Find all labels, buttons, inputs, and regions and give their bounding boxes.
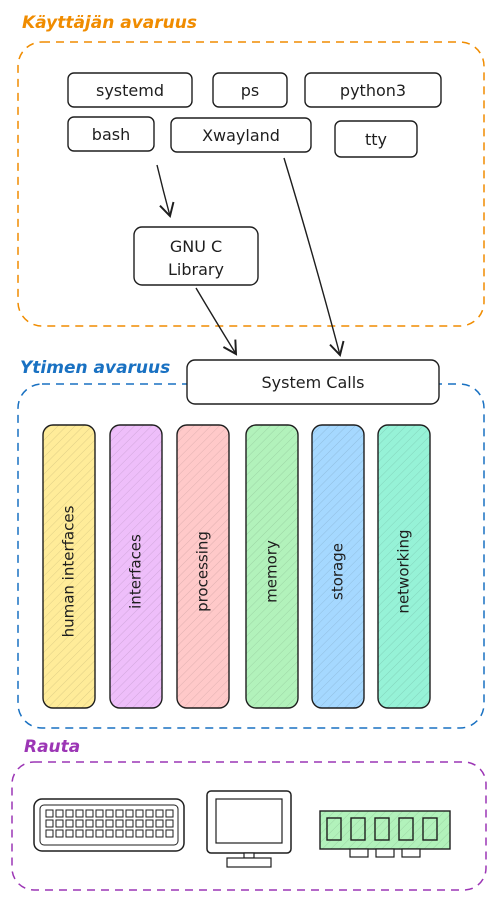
subsystem-label: human interfaces (60, 505, 78, 637)
kernel-subsystems: human interfaces interfaces processing memo… (42, 424, 431, 709)
monitor-icon (206, 790, 292, 868)
keyboard-key (65, 829, 74, 838)
subsystem-column: networking (377, 424, 431, 709)
keyboard-key (65, 819, 74, 828)
process-box-ps: ps (212, 72, 288, 108)
subsystem-label: networking (395, 529, 413, 613)
ram-chip (350, 817, 366, 841)
keyboard-key (135, 829, 144, 838)
subsystem-column: human interfaces (42, 424, 96, 709)
keyboard-key (85, 819, 94, 828)
keyboard-key (145, 809, 154, 818)
keyboard-key (85, 829, 94, 838)
subsystem-column: storage (311, 424, 365, 709)
hardware-label: Rauta (24, 737, 80, 757)
keyboard-icon (33, 798, 185, 852)
keyboard-key (45, 809, 54, 818)
keyboard-key (115, 809, 124, 818)
process-label-systemd: systemd (96, 81, 164, 100)
system-calls-label: System Calls (262, 373, 365, 392)
keyboard-key (95, 809, 104, 818)
keyboard-key (155, 829, 164, 838)
process-label-tty: tty (365, 130, 387, 149)
keyboard-key (55, 809, 64, 818)
keyboard-key (145, 819, 154, 828)
hardware-container (11, 761, 487, 891)
keyboard-key (135, 809, 144, 818)
subsystem-column: interfaces (109, 424, 163, 709)
process-box-tty: tty (334, 120, 418, 158)
keyboard-key (105, 819, 114, 828)
process-label-python3: python3 (340, 81, 406, 100)
keyboard-key (75, 809, 84, 818)
keyboard-key (95, 819, 104, 828)
keyboard-key (105, 809, 114, 818)
keyboard-key (155, 819, 164, 828)
kernel-space-container (17, 383, 485, 729)
keyboard-key (125, 829, 134, 838)
process-box-python3: python3 (304, 72, 442, 108)
keyboard-key (125, 819, 134, 828)
gnu-c-library-box: GNU C Library (133, 226, 259, 286)
process-box-systemd: systemd (67, 72, 193, 108)
keyboard-key (165, 819, 174, 828)
keyboard-key (95, 829, 104, 838)
subsystem-column: memory (245, 424, 299, 709)
subsystem-label: processing (194, 531, 212, 612)
process-box-xwayland: Xwayland (170, 117, 312, 153)
keyboard-key (165, 809, 174, 818)
keyboard-key (55, 819, 64, 828)
subsystem-label: interfaces (127, 534, 145, 609)
gnu-c-library-line1: GNU C (170, 237, 222, 256)
process-box-bash: bash (67, 116, 155, 152)
keyboard-key (165, 829, 174, 838)
ram-module-icon (319, 810, 451, 858)
user-space-container (17, 41, 485, 327)
keyboard-key (125, 809, 134, 818)
keyboard-key (45, 829, 54, 838)
subsystem-label: storage (329, 543, 347, 600)
keyboard-key (155, 809, 164, 818)
arrow-bash-to-libc (156, 164, 175, 218)
process-label-bash: bash (92, 125, 130, 144)
gnu-c-library-line2: Library (168, 260, 224, 279)
keyboard-key (85, 809, 94, 818)
process-label-ps: ps (241, 81, 260, 100)
keyboard-key (115, 829, 124, 838)
keyboard-key (55, 829, 64, 838)
ram-chip (374, 817, 390, 841)
keyboard-key (115, 819, 124, 828)
subsystem-label: memory (263, 540, 281, 603)
keyboard-key (105, 829, 114, 838)
keyboard-key (65, 809, 74, 818)
user-space-label: Käyttäjän avaruus (22, 13, 197, 33)
keyboard-key (145, 829, 154, 838)
arrow-libc-to-syscalls (195, 287, 238, 356)
ram-chip (398, 817, 414, 841)
ram-chip (422, 817, 438, 841)
process-label-xwayland: Xwayland (202, 126, 280, 145)
keyboard-key (75, 819, 84, 828)
keyboard-key (45, 819, 54, 828)
keyboard-key (135, 819, 144, 828)
system-calls-box: System Calls (186, 359, 440, 405)
subsystem-column: processing (176, 424, 230, 709)
kernel-space-label: Ytimen avaruus (20, 358, 170, 378)
ram-chip (326, 817, 342, 841)
arrow-xwayland-to-syscalls (283, 157, 345, 357)
keyboard-key (75, 829, 84, 838)
